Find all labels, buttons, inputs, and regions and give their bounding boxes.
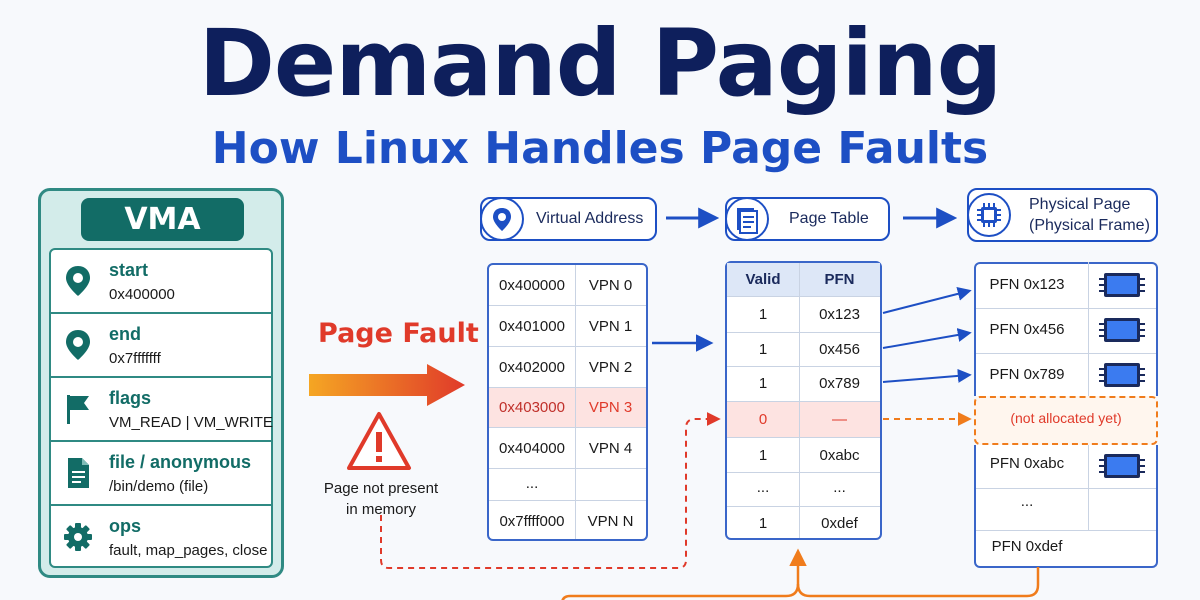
location-pin-icon	[480, 197, 524, 241]
valid-cell-ellipsis: ...	[756, 479, 770, 496]
location-pin-icon	[66, 330, 90, 360]
gear-icon	[64, 523, 92, 551]
cpu-chip-icon	[967, 193, 1011, 237]
valid-cell-invalid: 0	[758, 411, 768, 428]
pfn-arrow	[882, 286, 972, 314]
pfn-cell-empty: —	[832, 411, 847, 428]
vma-field-list: start 0x400000 end 0x7fffffff flags VM_R…	[49, 248, 273, 568]
document-icon	[68, 458, 89, 488]
vma-field-end: end 0x7fffffff	[51, 314, 271, 378]
vma-field-value: 0x400000	[109, 286, 175, 303]
vaddr-cell: 0x401000	[499, 318, 565, 335]
pfn-cell: 0x456	[819, 341, 860, 358]
flag-icon	[67, 395, 89, 424]
pfn-cell: 0x789	[819, 375, 860, 392]
allocation-arrow	[789, 548, 1040, 598]
note-line: Page not present	[323, 480, 439, 497]
vma-field-key: end	[109, 324, 142, 344]
page-table-header-pfn: PFN	[824, 271, 855, 288]
frame-label: PFN 0xdef	[991, 538, 1063, 555]
physical-frame-label: (Physical Frame)	[1029, 217, 1150, 234]
page-subtitle: How Linux Handles Page Faults	[211, 123, 989, 174]
pfn-cell: 0xdef	[821, 515, 858, 532]
pfn-cell: 0xabc	[819, 447, 860, 464]
frame-not-allocated-label: (not allocated yet)	[1010, 410, 1122, 426]
page-table-icon	[725, 197, 769, 241]
vma-field-key: start	[109, 260, 149, 280]
physical-page-pill: Physical Page (Physical Frame)	[967, 188, 1158, 242]
note-line: in memory	[345, 501, 416, 518]
vpn-cell: VPN N	[587, 513, 634, 530]
location-pin-icon	[66, 266, 90, 296]
vpn-cell: VPN 0	[588, 277, 633, 294]
vma-field-value: fault, map_pages, close	[109, 542, 268, 559]
valid-cell: 1	[758, 447, 768, 464]
page-table-label: Page Table	[789, 210, 869, 227]
warning-icon	[347, 412, 411, 470]
highlight-row-bg	[489, 387, 646, 427]
allocation-arrow-branch	[561, 583, 800, 600]
vma-panel: VMA start 0x400000 end 0x7fffffff flags …	[38, 188, 284, 578]
physical-frames-table: PFN 0x123 PFN 0x456 PFN 0x789 (not alloc…	[974, 262, 1158, 568]
vaddr-cell: 0x402000	[499, 359, 565, 376]
page-fault-arrow	[309, 364, 465, 406]
page-table-pill: Page Table	[725, 197, 890, 241]
vma-field-key: file / anonymous	[109, 452, 252, 472]
pfn-arrow	[882, 328, 972, 349]
memory-chip-icon	[1099, 273, 1145, 297]
vma-header: VMA	[81, 198, 244, 241]
page-table-header-valid: Valid	[745, 271, 781, 288]
frame-label: PFN 0x123	[989, 276, 1065, 293]
page-fault-label: Page Fault	[318, 318, 479, 349]
virtual-address-pill: Virtual Address	[480, 197, 657, 241]
frame-label: PFN 0xabc	[989, 455, 1065, 472]
page-not-present-note: Page not present in memory	[308, 478, 454, 520]
fault-lookup-arrow	[380, 412, 721, 569]
vma-field-flags: flags VM_READ | VM_WRITE	[51, 378, 273, 442]
pfn-cell-ellipsis: ...	[833, 479, 846, 496]
vma-field-start: start 0x400000	[51, 250, 271, 314]
page-title: Demand Paging	[198, 10, 1003, 117]
vpn-cell: VPN 1	[588, 318, 633, 335]
vma-field-value: VM_READ | VM_WRITE	[109, 414, 273, 431]
virtual-address-label: Virtual Address	[536, 210, 644, 227]
pfn-arrow	[882, 368, 972, 383]
vaddr-cell: 0x404000	[499, 440, 565, 457]
valid-cell: 1	[758, 341, 768, 358]
vaddr-cell: 0x400000	[499, 277, 565, 294]
frame-label-ellipsis: ...	[1020, 493, 1034, 510]
vpn-cell: VPN 2	[588, 359, 633, 376]
vma-field-key: flags	[109, 388, 152, 408]
vma-field-file: file / anonymous /bin/demo (file)	[51, 442, 271, 506]
pfn-cell: 0x123	[819, 306, 860, 323]
valid-cell: 1	[758, 306, 768, 323]
vpn-cell-faulting: VPN 3	[588, 399, 633, 416]
valid-cell: 1	[758, 515, 768, 532]
vaddr-cell: 0x7ffff000	[499, 513, 565, 530]
highlight-row-bg	[727, 401, 880, 437]
physical-page-label: Physical Page	[1029, 196, 1131, 213]
frame-label: PFN 0x789	[989, 366, 1065, 383]
vpn-cell: VPN 4	[588, 440, 633, 457]
virtual-address-table: 0x400000 VPN 0 0x401000 VPN 1 0x402000 V…	[487, 263, 648, 541]
frame-label: PFN 0x456	[989, 321, 1065, 338]
vma-field-key: ops	[109, 516, 142, 536]
memory-chip-icon	[1099, 363, 1145, 387]
vma-field-value: 0x7fffffff	[109, 350, 161, 367]
page-table: Valid PFN 1 0x123 1 0x456 1 0x789 0 — 1 …	[725, 261, 882, 540]
vaddr-cell-ellipsis: ...	[525, 475, 539, 492]
not-allocated-slot	[974, 396, 1158, 445]
vma-field-ops: ops fault, map_pages, close	[51, 506, 271, 570]
page-table-header-bg	[727, 263, 880, 296]
memory-chip-icon	[1099, 454, 1145, 478]
valid-cell: 1	[758, 375, 768, 392]
memory-chip-icon	[1099, 318, 1145, 342]
vma-field-value: /bin/demo (file)	[109, 478, 209, 495]
vaddr-cell-faulting: 0x403000	[499, 399, 565, 416]
